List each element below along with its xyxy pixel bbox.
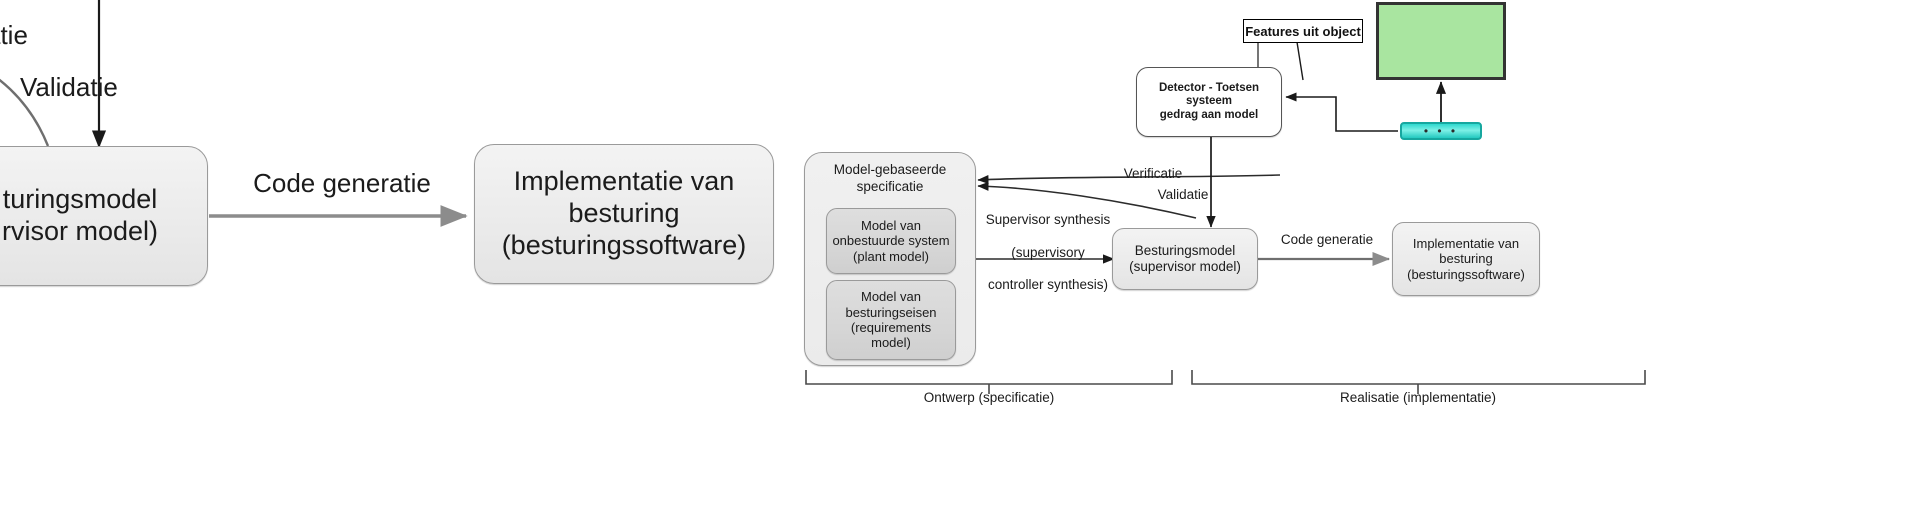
plant-model-line2: onbestuurde system [832, 233, 950, 249]
device-icon: • • • [1400, 122, 1482, 140]
besturingsmodel-box: Besturingsmodel (supervisor model) [1112, 228, 1258, 290]
zoom-besturingsmodel-line1: turingsmodel [2, 184, 158, 215]
edge-label-supervisor-synthesis: Supervisor synthesis (supervisory contro… [968, 196, 1128, 309]
zoom-box-besturingsmodel: turingsmodel rvisor model) [0, 146, 208, 286]
edge-label-validatie: Validatie [1157, 187, 1209, 202]
requirements-model-line3: (requirements [850, 320, 932, 335]
requirements-model-box: Model van besturingseisen (requirements … [826, 280, 956, 360]
zoom-box-implementatie: Implementatie van besturing (besturingss… [474, 144, 774, 284]
plant-model-line1: Model van [861, 218, 921, 233]
detector-line1: Detector - Toetsen systeem [1158, 81, 1260, 108]
features-callout: Features uit object [1243, 19, 1363, 43]
implementatie-line1: Implementatie van [1412, 236, 1520, 251]
detector-box: Detector - Toetsen systeem gedrag aan mo… [1136, 67, 1282, 137]
supervisor-synthesis-line2: (supervisory [1011, 244, 1085, 260]
requirements-model-line2: besturingseisen [845, 304, 937, 320]
supervisor-synthesis-line1: Supervisor synthesis [985, 212, 1111, 228]
zoom-label-validatie: Validatie [20, 72, 118, 102]
spec-box-title-line2: specificatie [856, 178, 924, 194]
zoom-label-code-generatie: Code generatie [253, 168, 431, 198]
detector-line2: gedrag aan model [1159, 108, 1259, 121]
plant-model-box: Model van onbestuurde system (plant mode… [826, 208, 956, 274]
edge-label-code-generatie-full: Code generatie [1280, 232, 1374, 247]
zoom-label-verificatie-partial: atie [0, 20, 28, 50]
spec-box: Model-gebaseerde specificatie Model van … [804, 152, 976, 366]
bracket-label-ontwerp: Ontwerp (specificatie) [923, 390, 1055, 405]
implementatie-line3: (besturingssoftware) [1407, 266, 1525, 282]
plant-model-line3: (plant model) [853, 248, 929, 264]
spec-box-title-line1: Model-gebaseerde [833, 162, 947, 177]
besturingsmodel-line2: (supervisor model) [1129, 259, 1241, 274]
device-dots: • • • [1423, 124, 1459, 138]
feature-graph-panel [1376, 2, 1506, 80]
implementatie-line2: besturing [1439, 251, 1493, 267]
zoom-besturingsmodel-line2: rvisor model) [1, 216, 159, 246]
bracket-label-realisatie: Realisatie (implementatie) [1339, 390, 1497, 405]
supervisor-synthesis-line3: controller synthesis) [987, 276, 1109, 292]
zoom-implementatie-line1: Implementatie van [513, 166, 735, 197]
besturingsmodel-line1: Besturingsmodel [1134, 243, 1236, 259]
edge-label-verificatie: Verificatie [1123, 166, 1183, 181]
implementatie-box: Implementatie van besturing (besturingss… [1392, 222, 1540, 296]
zoom-implementatie-line3: (besturingssoftware) [501, 229, 747, 260]
requirements-model-line4: model) [871, 335, 911, 351]
zoom-implementatie-line2: besturing [568, 198, 680, 229]
requirements-model-line1: Model van [861, 289, 921, 305]
